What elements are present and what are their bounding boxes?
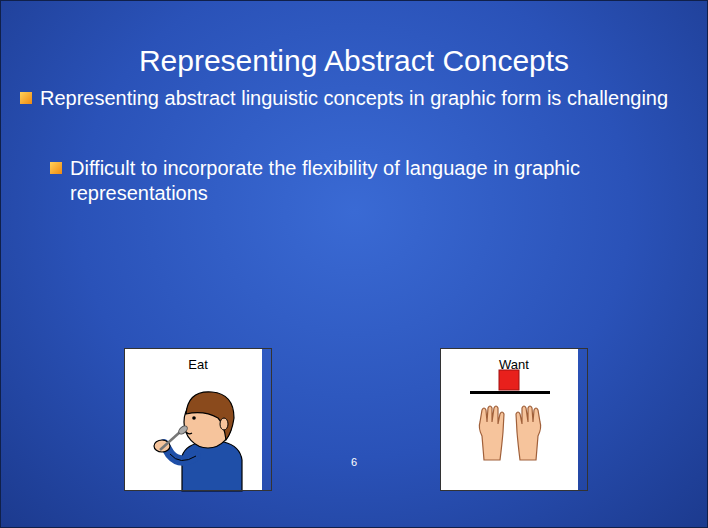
page-number: 6: [334, 456, 374, 469]
bullet-square: [50, 162, 62, 174]
slide-title: Representing Abstract Concepts: [0, 44, 708, 78]
picture-card: Eat: [124, 348, 272, 491]
bullet-square: [20, 92, 32, 104]
card-word: Want: [441, 349, 587, 372]
want-picture: [470, 370, 550, 460]
card-word: Eat: [125, 349, 271, 372]
sub-bullet-text: Difficult to incorporate the flexibility…: [70, 156, 670, 206]
picture-card: Want: [440, 348, 588, 491]
bullet-text: Representing abstract linguistic concept…: [40, 86, 680, 111]
eating-boy-picture: [154, 392, 242, 491]
